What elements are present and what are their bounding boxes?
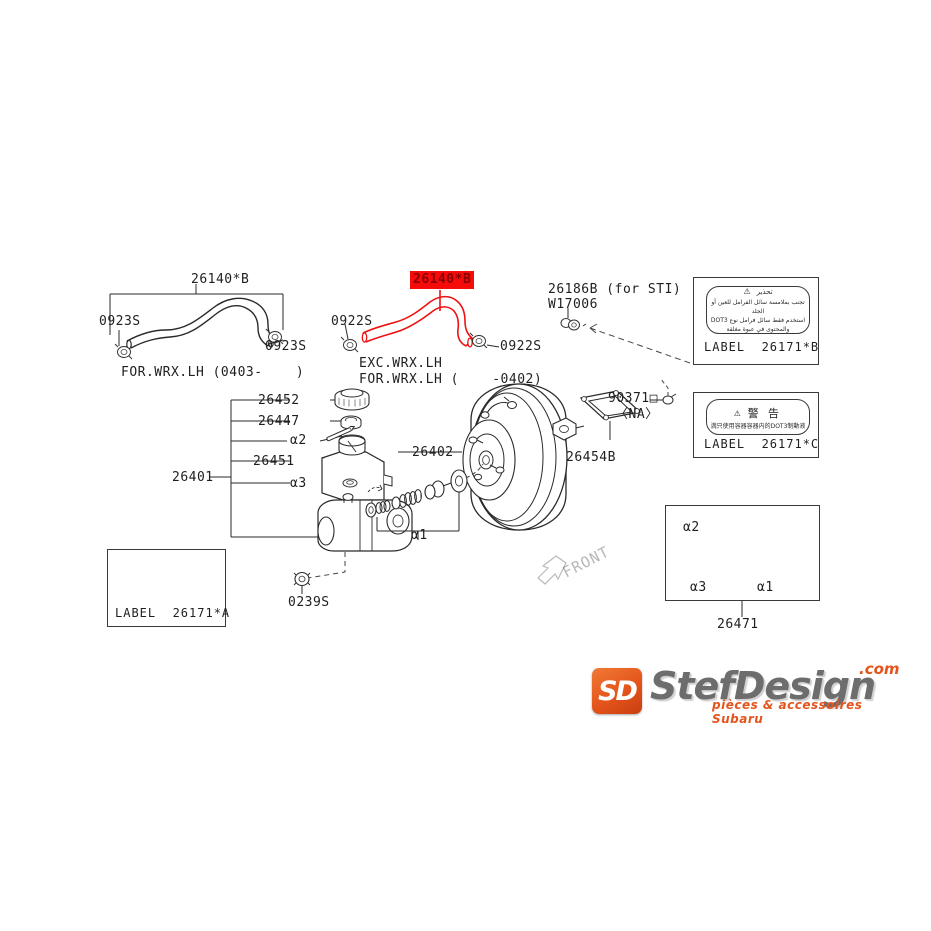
hose-center-caption-line2: FOR.WRX.LH ( -0402) [359,372,543,387]
master-cylinder-item-alpha3: α3 [290,476,307,491]
hose-center-clamp-right: 0922S [500,339,542,354]
brake-booster-artwork [365,377,677,540]
label-26171b-caption: LABEL 26171*B [704,340,820,354]
booster-partnumber: 26402 [412,445,454,460]
label-26171b-warning-line2: استخدم فقط سائل فرامل نوع DOT3 [710,317,806,324]
repair-kit-partnumber: 26471 [717,617,759,632]
label-26171c-caption: LABEL 26171*C [704,437,820,451]
label-26171c-box: ⚠ 警 告 満只使用容器容器内的DOT3制動液 LABEL 26171*C [693,392,819,458]
front-arrow-artwork [537,555,567,585]
label-26171b-warning-heading: تحذير [756,287,773,296]
repair-kit-box [665,505,820,601]
front-label: FRONT [559,542,613,582]
watermark-logo-text: SD [598,675,638,707]
label-26171b-box: ⚠ تحذير تجنب بملامسة سائل الفرامل للعين … [693,277,819,365]
watermark: SD StefDesign .com pièces & accessoires … [592,660,900,726]
hose-center-partnumber-highlight: 26140*B [410,271,475,289]
master-cylinder-item-26447: 26447 [258,414,300,429]
master-cylinder-item-26451: 26451 [253,454,295,469]
hose-center-caption-line1: EXC.WRX.LH [359,356,443,371]
booster-valve-number: 90371□ [608,391,658,406]
label-26171b-warning-oval: ⚠ تحذير تجنب بملامسة سائل الفرامل للعين … [706,286,810,334]
hose-left-artwork [109,284,284,360]
clamp-sti-line2: W17006 [548,297,598,312]
master-cylinder-item-alpha2: α2 [290,433,307,448]
master-cylinder-item-26452: 26452 [258,393,300,408]
hose-left-partnumber: 26140*B [191,272,250,287]
label-26171b-warning-line1: تجنب بملامسة سائل الفرامل للعين أو الجلد [711,299,805,315]
repair-kit-item-alpha3: α3 [690,580,707,595]
watermark-logo-badge: SD [592,668,642,714]
hose-center-clamp-left: 0922S [331,314,373,329]
repair-kit-item-alpha1: α1 [757,580,774,595]
clamp-sti-line1: 26186B (for STI) [548,282,682,297]
booster-valve-note: 〈NA〉 [615,407,659,422]
label-26171a-caption: LABEL 26171*A [115,606,231,620]
hose-center-artwork [340,290,500,353]
hose-left-clamp-left: 0923S [99,314,141,329]
repair-kit-item-alpha2: α2 [683,520,700,535]
front-orientation-marker: FRONT [529,542,625,595]
warning-triangle-icon: ⚠ [733,406,741,419]
label-26171c-warning-heading: 警 告 [747,406,783,420]
booster-nut-number: 0239S [288,595,330,610]
watermark-tld: .com [859,660,900,678]
label-26171b-warning-line3: والمحتوى في عبوة مغلقة [726,326,790,333]
warning-triangle-icon: ⚠ [743,287,751,296]
booster-piston-set-label: α1 [411,528,428,543]
label-26171c-warning-oval: ⚠ 警 告 満只使用容器容器内的DOT3制動液 [706,399,810,435]
master-cylinder-assembly: 26401 [172,470,214,485]
watermark-tagline: pièces & accessoires Subaru [712,698,863,726]
master-cylinder-artwork [210,388,413,594]
clamp-sti-artwork [560,308,691,364]
watermark-brand-name: StefDesign [650,664,876,708]
hose-left-caption: FOR.WRX.LH (0403- ) [121,365,305,380]
hose-left-clamp-right: 0923S [265,339,307,354]
label-26171a-box: LABEL 26171*A [107,549,229,627]
booster-gasket-number: 26454B [566,450,616,465]
label-26171c-warning-line1: 満只使用容器容器内的DOT3制動液 [710,422,806,430]
